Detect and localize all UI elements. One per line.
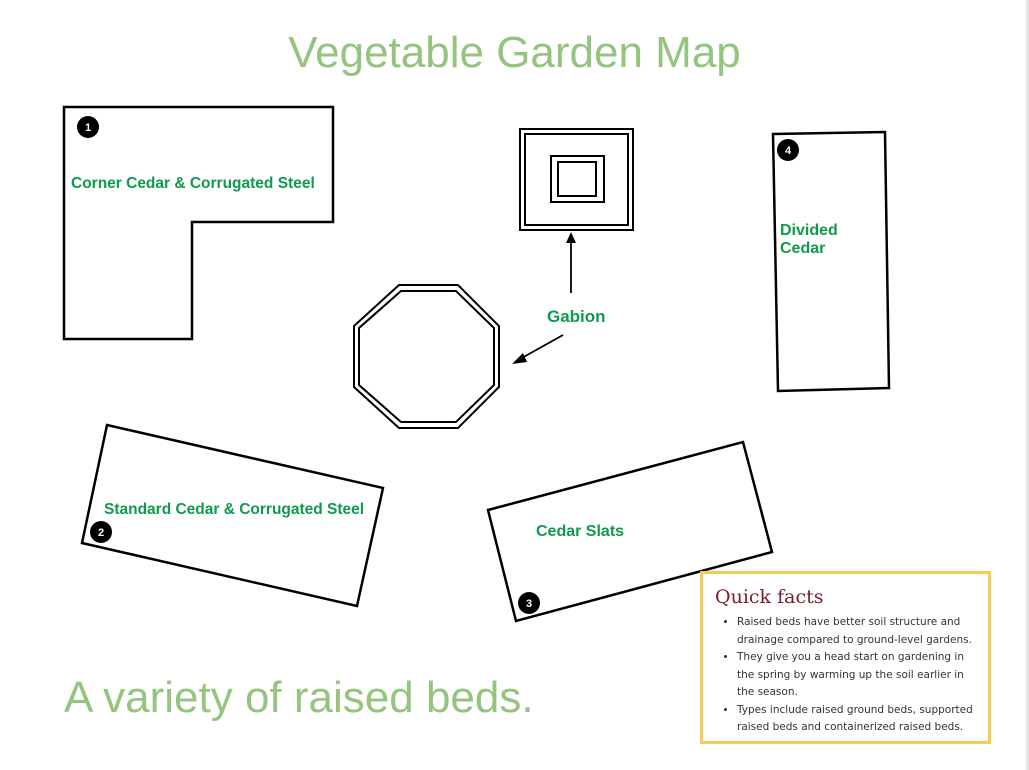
gabion-octagon-outer xyxy=(353,284,500,429)
bed-slats-number: 3 xyxy=(526,598,532,610)
bed-corner-outline xyxy=(62,105,335,341)
gabion-square-core-inner xyxy=(557,161,597,197)
quick-facts-item: They give you a head start on gardening … xyxy=(737,649,974,702)
quick-facts-box: Quick facts Raised beds have better soil… xyxy=(700,571,991,744)
gabion-octagon-inner xyxy=(358,290,495,423)
bed-standard-number: 2 xyxy=(98,527,104,539)
quick-facts-item: Types include raised ground beds, suppor… xyxy=(737,702,974,737)
bed-corner-number-badge xyxy=(77,116,99,138)
arrow-to-octagon xyxy=(519,334,564,360)
gabion-callout: Gabion xyxy=(512,232,606,364)
bed-standard: 2 Standard Cedar & Corrugated Steel xyxy=(80,423,385,608)
bed-corner: 1 Corner Cedar & Corrugated Steel xyxy=(62,105,335,341)
bed-divided-label-line1: Divided xyxy=(780,222,838,239)
arrow-to-octagon-head xyxy=(512,353,527,364)
bed-standard-outline xyxy=(80,423,385,608)
quick-facts-list: Raised beds have better soil structure a… xyxy=(715,614,974,737)
bed-corner-number: 1 xyxy=(85,122,91,134)
page-edge xyxy=(1026,0,1029,770)
gabion-square xyxy=(519,128,634,231)
gabion-square-core-outer xyxy=(550,155,605,203)
gabion-square-outer-inner xyxy=(524,133,629,226)
bed-slats-number-badge xyxy=(518,592,540,614)
bed-divided: 4 Divided Cedar xyxy=(771,130,891,393)
quick-facts-title: Quick facts xyxy=(715,586,824,608)
arrow-to-square-head xyxy=(566,232,576,243)
page-title: Vegetable Garden Map xyxy=(288,28,741,77)
bed-divided-number-badge xyxy=(777,139,799,161)
quick-facts-item: Raised beds have better soil structure a… xyxy=(737,614,974,649)
tagline: A variety of raised beds. xyxy=(64,673,534,722)
bed-standard-label: Standard Cedar & Corrugated Steel xyxy=(104,501,364,518)
bed-divided-label-line2: Cedar xyxy=(780,240,825,257)
bed-standard-number-badge xyxy=(90,521,112,543)
bed-corner-label: Corner Cedar & Corrugated Steel xyxy=(71,175,315,192)
bed-slats: 3 Cedar Slats xyxy=(486,440,774,623)
bed-divided-outline xyxy=(771,130,891,393)
bed-slats-label: Cedar Slats xyxy=(536,523,624,540)
gabion-octagon xyxy=(353,284,500,429)
gabion-label: Gabion xyxy=(547,307,606,326)
bed-slats-outline xyxy=(486,440,774,623)
gabion-square-outer xyxy=(519,128,634,231)
bed-divided-number: 4 xyxy=(785,145,792,157)
